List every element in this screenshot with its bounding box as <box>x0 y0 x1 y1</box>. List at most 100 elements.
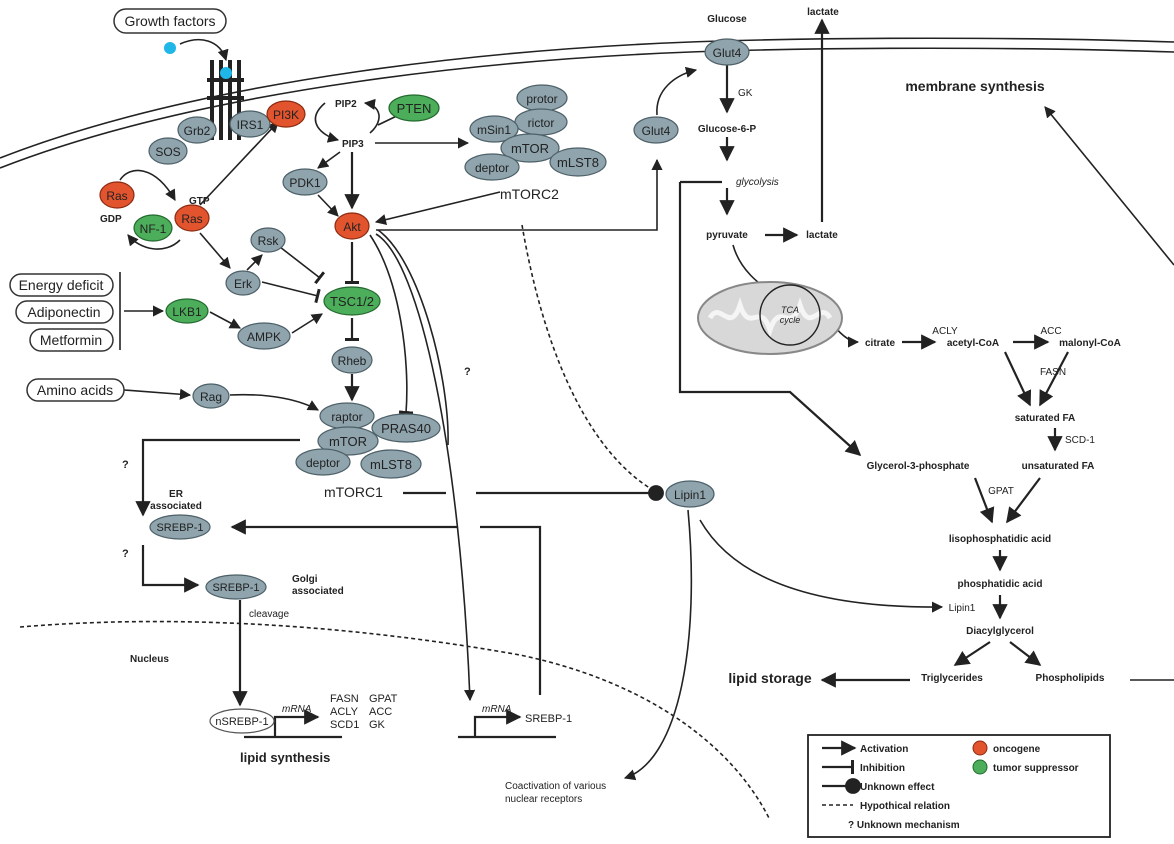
mtorc2-mlst8-node: mLST8 <box>549 147 607 177</box>
glucose-label: Glucose <box>707 14 747 25</box>
glut4-vesicle-label: Glut4 <box>642 124 671 138</box>
gdp-label: GDP <box>100 214 122 225</box>
erk-label: Erk <box>234 277 253 291</box>
akt-node: Akt <box>334 212 370 240</box>
lipin1-label: Lipin1 <box>674 488 706 502</box>
legend-inhibition-label: Inhibition <box>860 763 905 774</box>
legend-hypothetical-label: Hypothical relation <box>860 801 950 812</box>
mtorc1-mlst8-node: mLST8 <box>360 449 422 479</box>
acly-label: ACLY <box>932 326 958 337</box>
cleavage-label: cleavage <box>249 609 289 620</box>
pi3k-node: PI3K <box>266 100 306 128</box>
ras-gtp-node: Ras <box>174 204 210 232</box>
raptor-node: raptor <box>319 402 375 430</box>
fasn-label: FASN <box>1040 367 1066 378</box>
legend: Activation Inhibition Unknown effect Hyp… <box>807 734 1111 838</box>
edges <box>119 18 1174 781</box>
grb2-node: Grb2 <box>177 116 217 144</box>
acc-label: ACC <box>1040 326 1061 337</box>
lkb1-label: LKB1 <box>172 305 202 319</box>
gene-scd1: SCD1 <box>330 719 359 731</box>
triglycerides-label: Triglycerides <box>921 673 983 684</box>
question-mark-2: ? <box>122 548 129 560</box>
irs1-node: IRS1 <box>229 110 271 138</box>
nsrebp1-label: nSREBP-1 <box>215 716 268 728</box>
malonyl-coa-label: malonyl-CoA <box>1059 338 1121 349</box>
mtorc1-deptor-node: deptor <box>295 448 351 476</box>
pras40-label: PRAS40 <box>381 421 431 436</box>
membrane-synthesis-label: membrane synthesis <box>905 78 1044 94</box>
glycolysis-label: glycolysis <box>736 177 779 188</box>
gtp-label: GTP <box>189 196 210 207</box>
sos-node: SOS <box>148 137 188 165</box>
tca-label-2: cycle <box>780 315 801 325</box>
mtorc1-deptor-label: deptor <box>306 456 340 470</box>
mtorc1-mlst8-label: mLST8 <box>370 457 412 472</box>
unsaturated-fa-label: unsaturated FA <box>1022 461 1095 472</box>
growth-factors-label: Growth factors <box>124 13 215 29</box>
tca-label-1: TCA <box>781 305 799 315</box>
nsrebp1-node: nSREBP-1 <box>209 708 275 734</box>
metformin-pill: Metformin <box>29 328 114 352</box>
citrate-label: citrate <box>865 338 895 349</box>
rheb-label: Rheb <box>338 354 367 368</box>
gene-acc: ACC <box>369 706 392 718</box>
raptor-label: raptor <box>331 410 362 424</box>
erk-node: Erk <box>225 270 261 296</box>
nucleus-membrane <box>19 620 771 821</box>
pras40-node: PRAS40 <box>371 413 441 443</box>
coactivation-label-2: nuclear receptors <box>505 794 582 805</box>
mitochondrion-icon <box>697 281 843 355</box>
legend-oncogene-swatch <box>972 740 988 756</box>
rag-node: Rag <box>192 383 230 409</box>
phospholipids-label: Phospholipids <box>1036 673 1105 684</box>
srebp1-er-node: SREBP-1 <box>149 514 211 540</box>
msin1-label: mSin1 <box>477 123 511 137</box>
lipid-storage-label: lipid storage <box>728 670 811 686</box>
lysophosphatidic-label: lisophosphatidic acid <box>949 534 1051 545</box>
sos-label: SOS <box>155 145 180 159</box>
mtorc2-mtor-label: mTOR <box>511 141 549 156</box>
energy-deficit-pill: Energy deficit <box>9 273 114 297</box>
metabolism-lipin1-label: Lipin1 <box>949 603 976 614</box>
pdk1-label: PDK1 <box>289 176 321 190</box>
gpat-label: GPAT <box>988 486 1014 497</box>
question-mark-3: ? <box>464 366 471 378</box>
ligand-bound-icon <box>220 67 232 79</box>
glut4-membrane-node: Glut4 <box>704 38 750 66</box>
mtorc1-mtor-node: mTOR <box>317 426 379 456</box>
ras-gtp-label: Ras <box>181 212 202 226</box>
rsk-node: Rsk <box>250 227 286 253</box>
nf1-node: NF-1 <box>133 214 173 242</box>
amino-acids-pill: Amino acids <box>26 378 125 402</box>
srebp1-gene-label: SREBP-1 <box>525 713 572 725</box>
ampk-label: AMPK <box>247 330 281 344</box>
protor-node: protor <box>516 84 568 112</box>
mtorc2-mlst8-label: mLST8 <box>557 155 599 170</box>
metformin-label: Metformin <box>40 332 102 348</box>
gene-fasn: FASN <box>330 693 359 705</box>
adiponectin-label: Adiponectin <box>27 304 100 320</box>
pi3k-label: PI3K <box>273 108 299 122</box>
akt-label: Akt <box>343 220 361 234</box>
rictor-node: rictor <box>514 108 568 136</box>
lactate-label: lactate <box>806 230 838 241</box>
srebp1-golgi-node: SREBP-1 <box>205 574 267 600</box>
legend-oncogene-label: oncogene <box>993 744 1041 755</box>
ras-gdp-label: Ras <box>106 189 127 203</box>
mtorc2-deptor-label: deptor <box>475 161 509 175</box>
gene-gk: GK <box>369 719 386 731</box>
tsc12-label: TSC1/2 <box>330 294 374 309</box>
adiponectin-pill: Adiponectin <box>15 300 114 324</box>
pip3-label: PIP3 <box>342 139 364 150</box>
pten-label: PTEN <box>397 101 432 116</box>
ampk-node: AMPK <box>237 322 291 350</box>
mtorc1-label: mTORC1 <box>324 484 383 500</box>
mrna-label-2: mRNA <box>482 704 512 715</box>
cell-membrane-inner <box>0 47 1174 169</box>
mtorc2-deptor-node: deptor <box>464 153 520 181</box>
mtorc1-complex: raptor PRAS40 mTOR deptor mLST8 <box>295 402 441 479</box>
lipid-synthesis-label: lipid synthesis <box>240 750 330 765</box>
nf1-label: NF-1 <box>140 222 167 236</box>
